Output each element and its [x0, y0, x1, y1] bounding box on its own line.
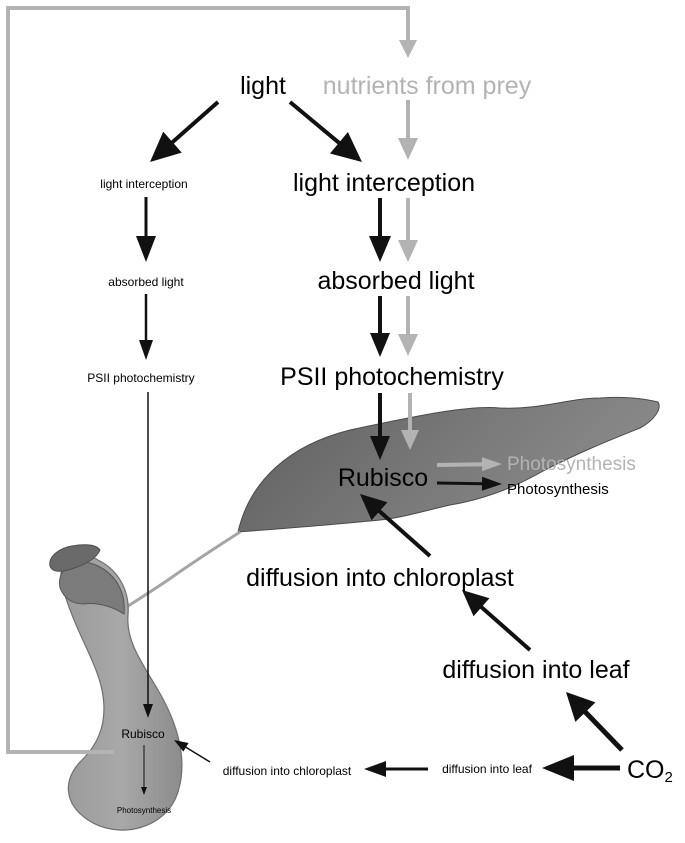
arrow-light-to-interception-large-head: [329, 132, 362, 162]
arrow-leaf-to-chloroplast-small-head: [364, 761, 386, 777]
tendril: [117, 530, 241, 614]
arrow-chloroplast-to-rubisco-small-head: [174, 740, 189, 752]
arrow-rubisco-to-photosynthesis-grey-shaft: [436, 462, 485, 467]
label-light-interception-large: light interception: [293, 169, 475, 197]
arrow-leaf-to-chloroplast-large: [462, 590, 532, 652]
label-photosynthesis-grey: Photosynthesis: [507, 454, 636, 475]
arrow-chloroplast-to-rubisco-small-shaft: [183, 745, 211, 763]
arrow-rubisco-to-photosynthesis-large: [436, 476, 502, 491]
arrow-rubisco-to-photosynthesis-small: [141, 745, 147, 795]
label-absorbed-light-small: absorbed light: [108, 275, 184, 289]
arrow-interception-to-absorbed-large: [369, 198, 391, 262]
arrow-co2-to-leaf-large-shaft: [582, 708, 624, 752]
arrow-leaf-to-chloroplast-large-shaft: [478, 604, 532, 652]
arrow-absorbed-to-psii-grey: [398, 296, 418, 356]
arrow-interception-to-absorbed-grey-head: [398, 240, 418, 262]
nutrient-feedback-loop: [6, 6, 410, 754]
arrow-rubisco-to-photosynthesis-large-shaft: [436, 481, 485, 486]
label-psii-photochemistry-large: PSII photochemistry: [280, 363, 504, 391]
arrow-psii-to-rubisco-small-head: [143, 704, 153, 718]
pitcher-body: [60, 554, 183, 831]
arrow-light-to-interception-small: [150, 100, 220, 162]
arrow-leaf-to-chloroplast-large-head: [462, 590, 490, 617]
arrow-absorbed-to-psii-small: [139, 294, 153, 360]
label-diffusion-into-chloroplast-small: diffusion into chloroplast: [223, 764, 352, 778]
arrow-psii-to-rubisco-grey: [401, 393, 419, 450]
arrow-nutrients-to-interception-head: [398, 138, 418, 160]
arrow-co2-to-leaf-small-head: [542, 755, 574, 781]
arrow-light-to-interception-large: [288, 100, 362, 162]
arrow-interception-to-absorbed-large-head: [369, 236, 391, 262]
label-rubisco-large: Rubisco: [338, 464, 428, 492]
arrow-absorbed-to-psii-small-head: [139, 340, 153, 360]
arrow-interception-to-absorbed-small-head: [136, 236, 156, 262]
arrow-interception-to-absorbed-small: [136, 197, 156, 262]
arrow-co2-to-leaf-large: [566, 692, 624, 752]
arrow-psii-to-rubisco-small: [143, 392, 153, 718]
arrow-chloroplast-to-rubisco-large-head: [360, 494, 388, 521]
arrow-light-to-interception-large-shaft: [288, 100, 342, 146]
arrow-light-to-interception-small-head: [150, 131, 182, 162]
arrow-light-to-interception-small-shaft: [169, 100, 220, 145]
arrow-chloroplast-to-rubisco-large: [360, 494, 432, 558]
co2-base: CO: [627, 756, 665, 784]
label-nutrients-from-prey: nutrients from prey: [323, 72, 532, 100]
label-photosynthesis-large: Photosynthesis: [507, 481, 609, 498]
label-diffusion-into-leaf-large: diffusion into leaf: [442, 656, 629, 684]
arrow-nutrients-to-interception: [398, 100, 418, 160]
label-photosynthesis-small: Photosynthesis: [117, 806, 171, 815]
arrow-chloroplast-to-rubisco-large-shaft: [376, 508, 432, 558]
label-diffusion-into-leaf-small: diffusion into leaf: [442, 762, 533, 776]
arrow-rubisco-to-photosynthesis-small-head: [141, 787, 147, 795]
arrows-layer: [136, 32, 624, 795]
arrow-psii-to-rubisco-large-head: [370, 436, 390, 460]
label-co2: CO2: [627, 756, 673, 786]
arrow-leaf-to-chloroplast-small: [364, 761, 428, 777]
label-diffusion-into-chloroplast-large: diffusion into chloroplast: [246, 564, 514, 592]
arrow-chloroplast-to-rubisco-small: [174, 740, 211, 763]
arrow-psii-to-rubisco-grey-head: [401, 430, 419, 450]
label-light: light: [240, 72, 286, 100]
arrow-interception-to-absorbed-grey: [398, 198, 418, 262]
arrow-psii-to-rubisco-large: [370, 393, 390, 460]
label-absorbed-light-large: absorbed light: [317, 267, 474, 295]
arrow-co2-to-leaf-small: [542, 755, 620, 781]
co2-subscript: 2: [665, 769, 673, 786]
label-rubisco-small: Rubisco: [121, 727, 165, 741]
arrow-absorbed-to-psii-large: [370, 296, 390, 357]
arrow-rubisco-to-photosynthesis-grey-head: [481, 457, 502, 472]
pitcher-lid: [49, 544, 101, 572]
arrow-rubisco-to-photosynthesis-grey: [436, 457, 502, 472]
arrow-nutrients-top-head: [399, 40, 417, 58]
arrow-rubisco-to-photosynthesis-large-head: [481, 476, 502, 491]
label-psii-photochemistry-small: PSII photochemistry: [87, 371, 194, 385]
arrow-absorbed-to-psii-grey-head: [398, 334, 418, 356]
arrow-absorbed-to-psii-large-head: [370, 333, 390, 357]
arrow-nutrients-top: [399, 32, 417, 58]
arrow-co2-to-leaf-large-head: [566, 692, 596, 722]
label-light-interception-small: light interception: [100, 177, 187, 191]
